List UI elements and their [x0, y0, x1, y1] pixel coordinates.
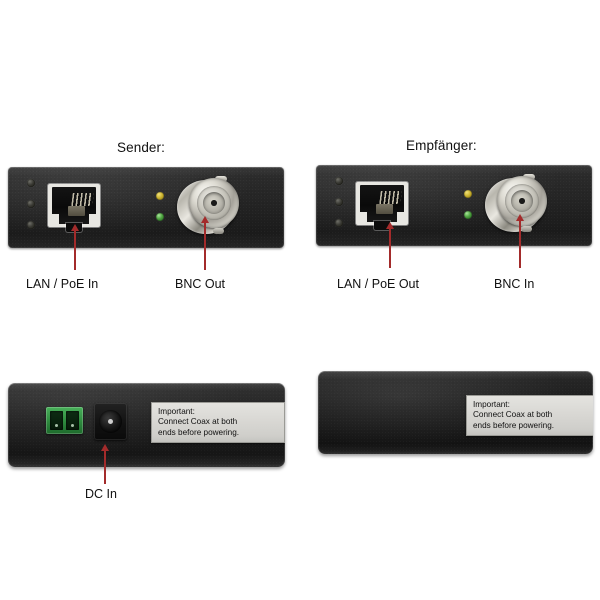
warning-line-3: ends before powering.	[473, 420, 555, 430]
bnc-bayonet-lug-bottom	[213, 228, 224, 234]
terminal-hole-left	[50, 411, 63, 430]
sender-status-led-1	[27, 179, 35, 187]
warning-line-1: Important:	[473, 400, 510, 409]
callout-pointer-bnc-out	[201, 216, 209, 270]
callout-label-dc-in: DC In	[85, 487, 117, 501]
warning-line-1: Important:	[158, 407, 195, 416]
receiver-link-led-green	[464, 211, 472, 219]
sender-rj45-port	[48, 184, 100, 232]
rj45-notch-right	[397, 212, 404, 222]
sender-title: Sender:	[117, 140, 165, 155]
callout-label-lan-poe-in: LAN / PoE In	[26, 277, 99, 291]
receiver-warning-label: Important: Connect Coax at both ends bef…	[466, 395, 593, 437]
receiver-front-panel	[316, 165, 592, 246]
receiver-status-led-1	[335, 177, 343, 185]
terminal-hole-right	[66, 411, 79, 430]
dc-jack-center-pin	[108, 419, 113, 424]
receiver-title: Empfänger:	[406, 138, 477, 153]
receiver-bnc-port	[485, 174, 547, 236]
warning-line-2: Connect Coax at both	[158, 417, 238, 427]
callout-pointer-dc-in	[101, 444, 109, 484]
bnc-center-pin	[211, 200, 217, 206]
bnc-bayonet-lug-bottom	[521, 226, 532, 232]
rj45-contact-block	[67, 206, 86, 216]
bnc-center-pin	[519, 198, 525, 204]
sender-dc-power-jack	[94, 403, 127, 440]
receiver-status-led-3	[335, 219, 343, 227]
rj45-pins	[71, 192, 95, 207]
callout-label-lan-poe-out: LAN / PoE Out	[337, 277, 419, 291]
sender-status-led-2	[27, 200, 35, 208]
rj45-contact-block	[375, 204, 394, 214]
receiver-link-led-amber	[464, 190, 472, 198]
callout-pointer-bnc-in	[516, 214, 524, 268]
rj45-latch-slot	[373, 221, 391, 230]
sender-terminal-block	[46, 407, 83, 434]
callout-label-bnc-in: BNC In	[494, 277, 535, 291]
warning-line-3: ends before powering.	[158, 427, 240, 437]
receiver-rear-panel: Important: Connect Coax at both ends bef…	[318, 371, 593, 454]
rj45-pins	[379, 190, 403, 205]
rj45-notch-right	[89, 214, 96, 224]
sender-status-led-3	[27, 221, 35, 229]
receiver-rj45-port	[356, 182, 408, 230]
callout-label-bnc-out: BNC Out	[175, 277, 226, 291]
sender-link-led-green	[156, 213, 164, 221]
rj45-notch-left	[360, 212, 367, 222]
sender-warning-label: Important: Connect Coax at both ends bef…	[151, 402, 285, 444]
callout-pointer-lan-poe-out	[386, 222, 394, 268]
sender-bnc-port	[177, 176, 239, 238]
receiver-status-led-2	[335, 198, 343, 206]
sender-front-panel	[8, 167, 284, 248]
sender-link-led-amber	[156, 192, 164, 200]
callout-pointer-lan-poe-in	[71, 224, 79, 270]
rj45-notch-left	[52, 214, 59, 224]
rj45-cavity	[52, 187, 96, 224]
sender-rear-panel: Important: Connect Coax at both ends bef…	[8, 383, 285, 467]
rj45-cavity	[360, 185, 404, 222]
warning-line-2: Connect Coax at both	[473, 410, 553, 420]
